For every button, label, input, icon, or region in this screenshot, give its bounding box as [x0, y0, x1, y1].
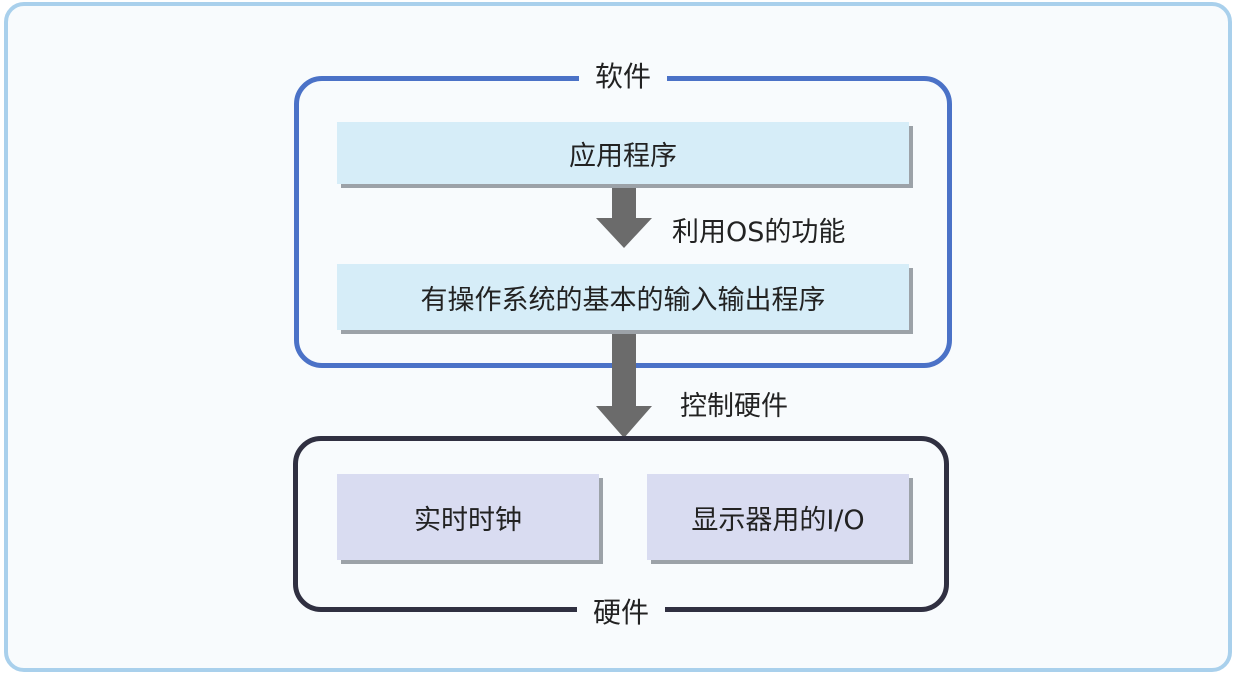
- bios-label: 有操作系统的基本的输入输出程序: [420, 284, 826, 316]
- display-io-label: 显示器用的I/O: [691, 504, 865, 536]
- display-io-box: 显示器用的I/O: [647, 474, 909, 560]
- bios-box: 有操作系统的基本的输入输出程序: [337, 264, 909, 330]
- software-group-label: 软件: [578, 60, 667, 93]
- hardware-group-label-wrap: 硬件: [298, 595, 944, 631]
- real-time-clock-box: 实时时钟: [337, 474, 599, 560]
- application-program-label: 应用程序: [569, 140, 677, 172]
- down-arrow-icon: [596, 188, 652, 248]
- real-time-clock-label: 实时时钟: [414, 504, 522, 536]
- software-group-label-wrap: 软件: [299, 59, 947, 95]
- down-arrow-icon: [596, 334, 652, 438]
- arrow-label-control-hardware: 控制硬件: [680, 391, 788, 422]
- hardware-group-label: 硬件: [576, 596, 665, 629]
- hardware-group: 硬件: [293, 436, 949, 629]
- application-program-box: 应用程序: [337, 122, 909, 184]
- arrow-label-use-os: 利用OS的功能: [672, 217, 846, 248]
